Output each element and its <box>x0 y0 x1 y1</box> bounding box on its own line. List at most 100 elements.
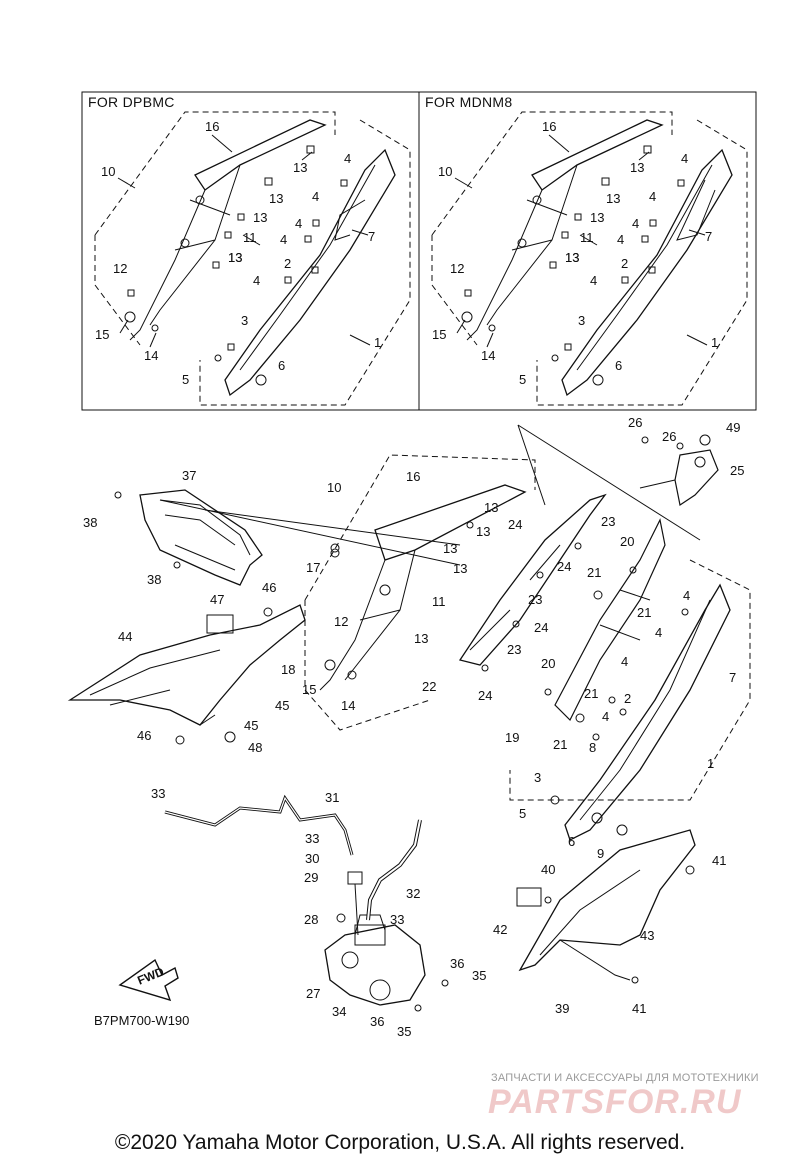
diagram-code: B7PM700-W190 <box>94 1013 190 1028</box>
callout: 35 <box>472 968 486 983</box>
callout: 4 <box>683 588 690 603</box>
callout: 37 <box>182 468 196 483</box>
copyright-notice: ©2020 Yamaha Motor Corporation, U.S.A. A… <box>114 1131 686 1154</box>
callout: 4 <box>295 216 302 231</box>
callout: 10 <box>438 164 452 179</box>
callout: 13 <box>269 191 283 206</box>
callout: 14 <box>341 698 355 713</box>
callout: 12 <box>113 261 127 276</box>
callout: 45 <box>275 698 289 713</box>
callout: 28 <box>304 912 318 927</box>
callout: 7 <box>368 229 375 244</box>
callout: 3 <box>241 313 248 328</box>
callout: 36 <box>450 956 464 971</box>
callout: 4 <box>590 273 597 288</box>
callout: 10 <box>101 164 115 179</box>
callout: 13 <box>484 500 498 515</box>
part-31-hose <box>164 794 354 856</box>
callout: 16 <box>542 119 556 134</box>
callout: 39 <box>555 1001 569 1016</box>
callout: 13 <box>443 541 457 556</box>
callout: 4 <box>344 151 351 166</box>
callout: 24 <box>478 688 492 703</box>
callout: 6 <box>615 358 622 373</box>
callout: 14 <box>481 348 495 363</box>
callout: 18 <box>281 662 295 677</box>
callout: 30 <box>305 851 319 866</box>
callout: 21 <box>584 686 598 701</box>
watermark-logo: PARTSFOR.RU <box>488 1083 742 1121</box>
callout: 44 <box>118 629 132 644</box>
callout: 13 <box>565 250 579 265</box>
callout: 26 <box>628 415 642 430</box>
part-44-cover <box>67 604 306 726</box>
callout: 21 <box>553 737 567 752</box>
callouts-main: 26 26 49 25 37 16 10 38 13 24 23 13 13 2… <box>83 415 744 1039</box>
part-42-cover <box>518 829 696 972</box>
callouts-inset-right: 16 13 13 13 4 4 4 4 10 13 11 13 7 2 4 12… <box>432 119 718 387</box>
callout: 4 <box>649 189 656 204</box>
callout: 41 <box>632 1001 646 1016</box>
callout: 32 <box>406 886 420 901</box>
callout: 33 <box>390 912 404 927</box>
callout: 4 <box>655 625 662 640</box>
callout: 25 <box>730 463 744 478</box>
callout: 26 <box>662 429 676 444</box>
callout: 21 <box>587 565 601 580</box>
main-assembly <box>67 424 751 1012</box>
watermark-subtitle: ЗАПЧАСТИ И АКСЕССУАРЫ ДЛЯ МОТОТЕХНИКИ <box>491 1072 759 1084</box>
inset-title-right: FOR MDNM8 <box>423 94 515 110</box>
fwd-arrow <box>118 958 179 1002</box>
callout: 3 <box>534 770 541 785</box>
callout: 1 <box>374 335 381 350</box>
callout: 49 <box>726 420 740 435</box>
callout: 4 <box>312 189 319 204</box>
callout: 24 <box>557 559 571 574</box>
callout: 38 <box>147 572 161 587</box>
callout: 35 <box>397 1024 411 1039</box>
callout: 42 <box>493 922 507 937</box>
callout: 13 <box>293 160 307 175</box>
callout: 43 <box>640 928 654 943</box>
callout: 38 <box>83 515 97 530</box>
callout: 15 <box>432 327 446 342</box>
callout: 1 <box>711 335 718 350</box>
callout: 15 <box>95 327 109 342</box>
callout: 24 <box>508 517 522 532</box>
callout: 13 <box>228 250 242 265</box>
callout: 6 <box>568 834 575 849</box>
callout: 23 <box>528 592 542 607</box>
part-27-tank <box>324 924 426 1006</box>
inset-frame-right <box>418 91 757 411</box>
part-19-bracket <box>554 518 666 722</box>
callout: 20 <box>620 534 634 549</box>
callout: 15 <box>302 682 316 697</box>
callout: 11 <box>580 230 594 245</box>
callouts-inset-left: 16 13 13 13 4 4 4 4 10 13 11 13 7 2 4 12… <box>95 119 381 387</box>
callout: 12 <box>334 614 348 629</box>
inset-right-parts <box>431 111 748 406</box>
callout: 36 <box>370 1014 384 1029</box>
callout: 5 <box>519 372 526 387</box>
callout: 4 <box>632 216 639 231</box>
callout: 22 <box>422 679 436 694</box>
part-7-side-cover <box>564 583 731 841</box>
callout: 8 <box>589 740 596 755</box>
callout: 13 <box>476 524 490 539</box>
callout: 19 <box>505 730 519 745</box>
part-22-fender <box>458 493 607 666</box>
part-37-cover <box>139 489 263 586</box>
callout: 4 <box>253 273 260 288</box>
callout: 20 <box>541 656 555 671</box>
callout: 31 <box>325 790 339 805</box>
callout: 33 <box>305 831 319 846</box>
callout: 13 <box>630 160 644 175</box>
callout: 27 <box>306 986 320 1001</box>
callout: 34 <box>332 1004 346 1019</box>
callout: 16 <box>406 469 420 484</box>
part-16-frame <box>374 484 527 561</box>
callout: 1 <box>707 756 714 771</box>
callout: 4 <box>681 151 688 166</box>
callout: 17 <box>306 560 320 575</box>
